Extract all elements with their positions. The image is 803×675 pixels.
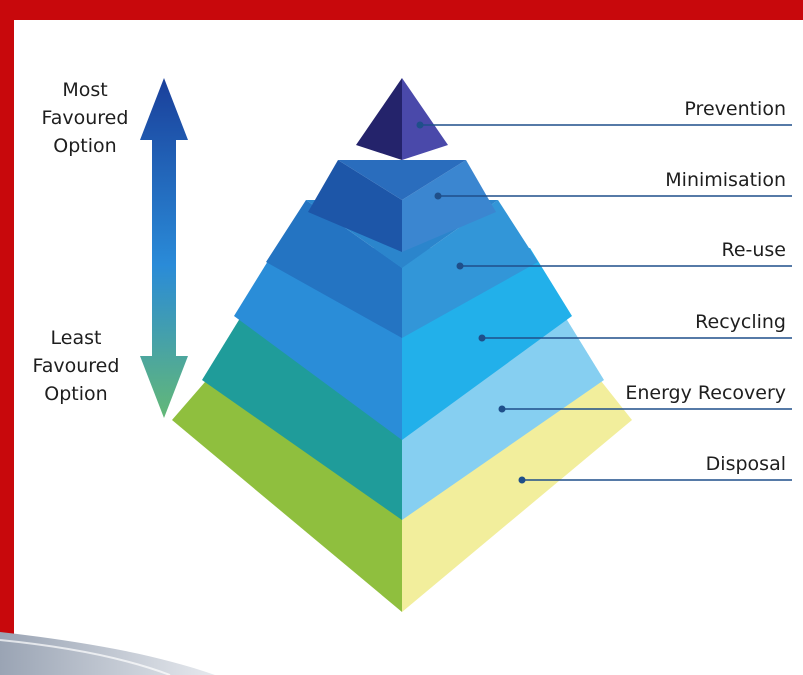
leader-disposal (518, 476, 792, 484)
svg-text:Option: Option (53, 135, 116, 157)
level-label-recycling: Recycling (695, 311, 786, 333)
level-label-disposal: Disposal (706, 453, 786, 475)
level-label-prevention: Prevention (684, 98, 786, 120)
svg-text:Option: Option (44, 383, 107, 405)
leader-lines (416, 121, 792, 484)
most-favoured-label: Most Favoured Option (42, 79, 129, 157)
leader-recycling (478, 334, 792, 342)
svg-text:Most: Most (62, 79, 107, 101)
favour-arrow (140, 78, 188, 418)
svg-text:Favoured: Favoured (42, 107, 129, 129)
svg-text:Favoured: Favoured (33, 355, 120, 377)
decorative-swoosh (0, 632, 215, 675)
least-favoured-label: Least Favoured Option (33, 327, 120, 405)
tier-prevention (356, 78, 448, 160)
pyramid (172, 78, 632, 612)
level-label-energy-recovery: Energy Recovery (625, 382, 786, 404)
tier-minimisation (308, 160, 496, 252)
leader-re-use (456, 262, 792, 270)
leader-energy-recovery (498, 405, 792, 413)
leader-prevention (416, 121, 792, 129)
level-label-minimisation: Minimisation (665, 169, 786, 191)
leader-minimisation (434, 192, 792, 200)
level-label-re-use: Re-use (721, 239, 786, 261)
level-labels: Prevention Minimisation Re-use Recycling… (625, 98, 786, 475)
svg-text:Least: Least (51, 327, 102, 349)
